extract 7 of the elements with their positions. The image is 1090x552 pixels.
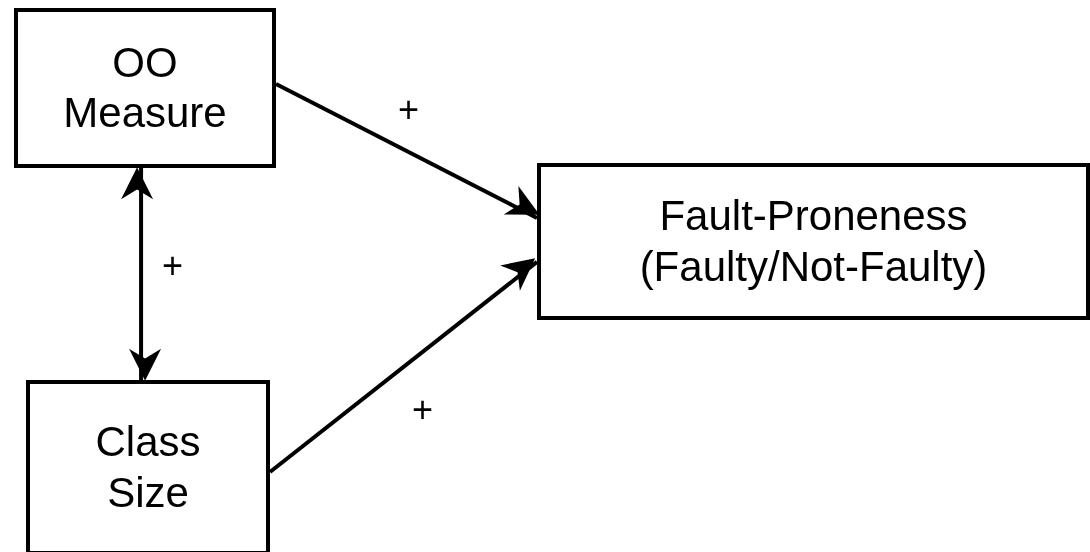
arrow — [121, 167, 162, 381]
node-label: OO Measure — [62, 37, 228, 138]
node-label: Class Size — [94, 417, 202, 518]
node-label: Fault-Proneness (Faulty/Not-Faulty) — [638, 191, 989, 292]
process-box — [26, 380, 270, 552]
process-box — [14, 8, 276, 168]
process-box — [537, 163, 1090, 320]
